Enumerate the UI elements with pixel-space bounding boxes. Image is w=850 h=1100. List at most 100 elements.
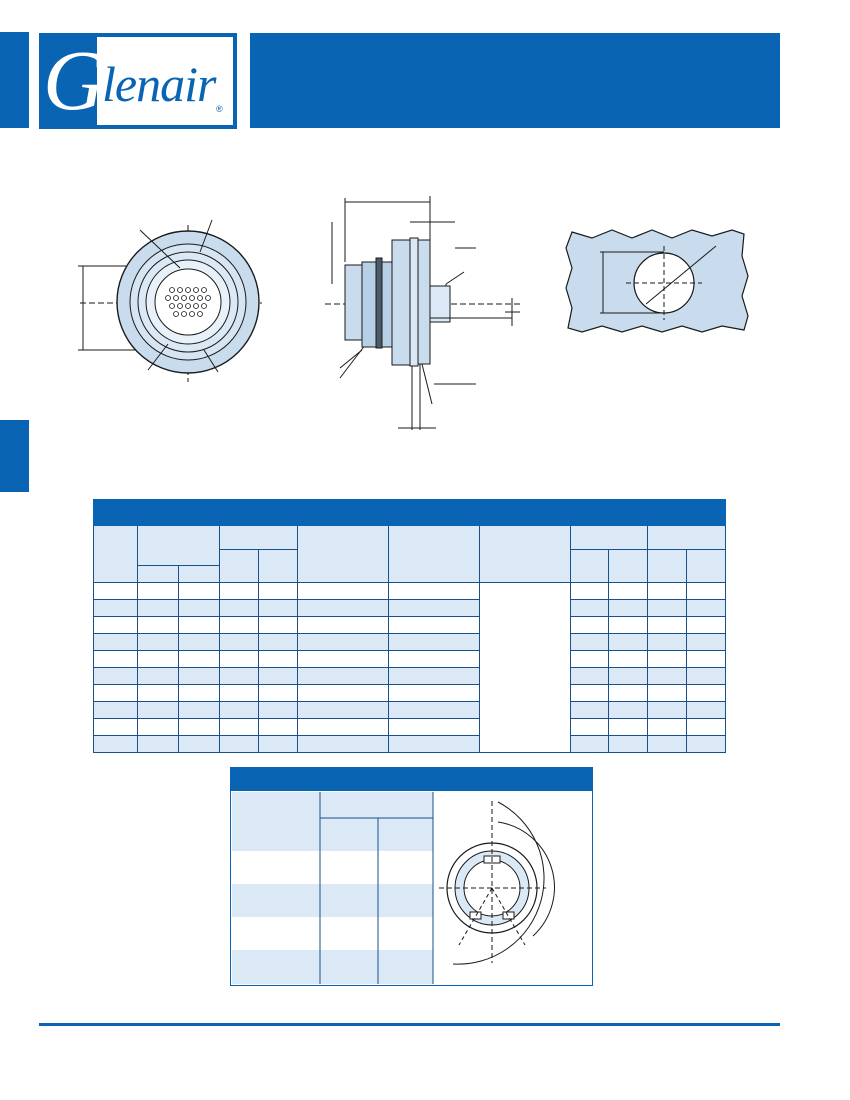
- table-cell: [178, 735, 220, 753]
- keyway-table-title-bar: [231, 768, 592, 791]
- footer-rule: [39, 1023, 780, 1026]
- table-cell: [296, 684, 389, 702]
- table-cell: [569, 582, 610, 600]
- logo-initial: G: [43, 32, 106, 128]
- table-cell: [137, 667, 179, 685]
- table-cell: [257, 718, 298, 736]
- table-cell: [93, 582, 138, 600]
- connector-side-view: [325, 196, 520, 430]
- table-cell: [137, 684, 179, 702]
- table-cell: [608, 616, 649, 634]
- table-cell: [219, 650, 259, 668]
- table-cell: [178, 582, 220, 600]
- table-cell: [137, 650, 179, 668]
- table-cell: [219, 616, 259, 634]
- table-cell: [178, 667, 220, 685]
- table-cell: [178, 633, 220, 651]
- table-cell: [296, 718, 389, 736]
- table-cell: [137, 582, 179, 600]
- logo-panel: [97, 37, 233, 125]
- table-cell: [296, 525, 389, 583]
- table-cell: [608, 701, 649, 719]
- table-cell: [569, 650, 610, 668]
- table-cell: [647, 667, 688, 685]
- table-row: [93, 633, 726, 651]
- table-cell: [569, 684, 610, 702]
- table-cell: [257, 599, 298, 617]
- table-cell: [93, 599, 138, 617]
- table-cell: [387, 684, 480, 702]
- table-cell: [296, 701, 389, 719]
- table-cell: [296, 735, 389, 753]
- table-cell: [387, 667, 480, 685]
- table-cell: [608, 667, 649, 685]
- connector-front-view: [78, 219, 262, 382]
- table-cell: [387, 633, 480, 651]
- table-cell: [296, 650, 389, 668]
- left-edge-tab: [0, 32, 29, 128]
- table-cell: [219, 735, 259, 753]
- table-cell: [296, 616, 389, 634]
- table-cell: [219, 582, 259, 600]
- table-cell: [569, 718, 610, 736]
- table-cell: [257, 650, 298, 668]
- table-cell: [178, 718, 220, 736]
- table-cell: [686, 684, 726, 702]
- table-cell: [647, 633, 688, 651]
- table-cell: [647, 599, 688, 617]
- logo-word: lenair: [102, 56, 216, 112]
- table-cell: [296, 667, 389, 685]
- table-cell: [257, 667, 298, 685]
- table-cell: [387, 582, 480, 600]
- registered-mark: ®: [216, 104, 223, 114]
- table-cell: [569, 599, 610, 617]
- table-cell: [257, 701, 298, 719]
- table-cell: [569, 525, 649, 550]
- table-cell: [387, 718, 480, 736]
- data-table: [93, 499, 726, 753]
- table-row: [93, 599, 726, 617]
- table-cell: [686, 667, 726, 685]
- table-cell: [137, 735, 179, 753]
- table-cell: [686, 616, 726, 634]
- table-cell: [178, 650, 220, 668]
- table-cell: [257, 633, 298, 651]
- table-cell: [219, 701, 259, 719]
- table-cell: [686, 650, 726, 668]
- table-cell: [93, 525, 138, 583]
- table-cell: [647, 735, 688, 753]
- table-cell: [257, 735, 298, 753]
- table-row: [93, 616, 726, 634]
- table-cell: [137, 599, 179, 617]
- table-cell: [686, 599, 726, 617]
- table-cell: [608, 582, 649, 600]
- table-cell: [219, 667, 259, 685]
- table-cell: [257, 582, 298, 600]
- table-cell: [219, 525, 298, 550]
- keyway-orientation: [439, 801, 555, 965]
- table-cell: [478, 582, 571, 753]
- table-cell: [647, 650, 688, 668]
- table-cell: [608, 684, 649, 702]
- table-cell: [686, 582, 726, 600]
- table-cell: [219, 599, 259, 617]
- table-cell: [608, 549, 649, 583]
- table-cell: [569, 549, 610, 583]
- table-cell: [257, 616, 298, 634]
- table-cell: [569, 667, 610, 685]
- table-cell: [569, 616, 610, 634]
- table-row: [93, 701, 726, 719]
- header-bar: [250, 33, 780, 128]
- table-row: [93, 667, 726, 685]
- table-cell: [137, 701, 179, 719]
- table-cell: [219, 718, 259, 736]
- table-cell: [93, 616, 138, 634]
- table-cell: [93, 633, 138, 651]
- table-cell: [608, 633, 649, 651]
- table-cell: [647, 684, 688, 702]
- table-row: [93, 735, 726, 753]
- table-cell: [387, 616, 480, 634]
- table-cell: [647, 718, 688, 736]
- table-cell: [219, 684, 259, 702]
- table-cell: [478, 525, 571, 583]
